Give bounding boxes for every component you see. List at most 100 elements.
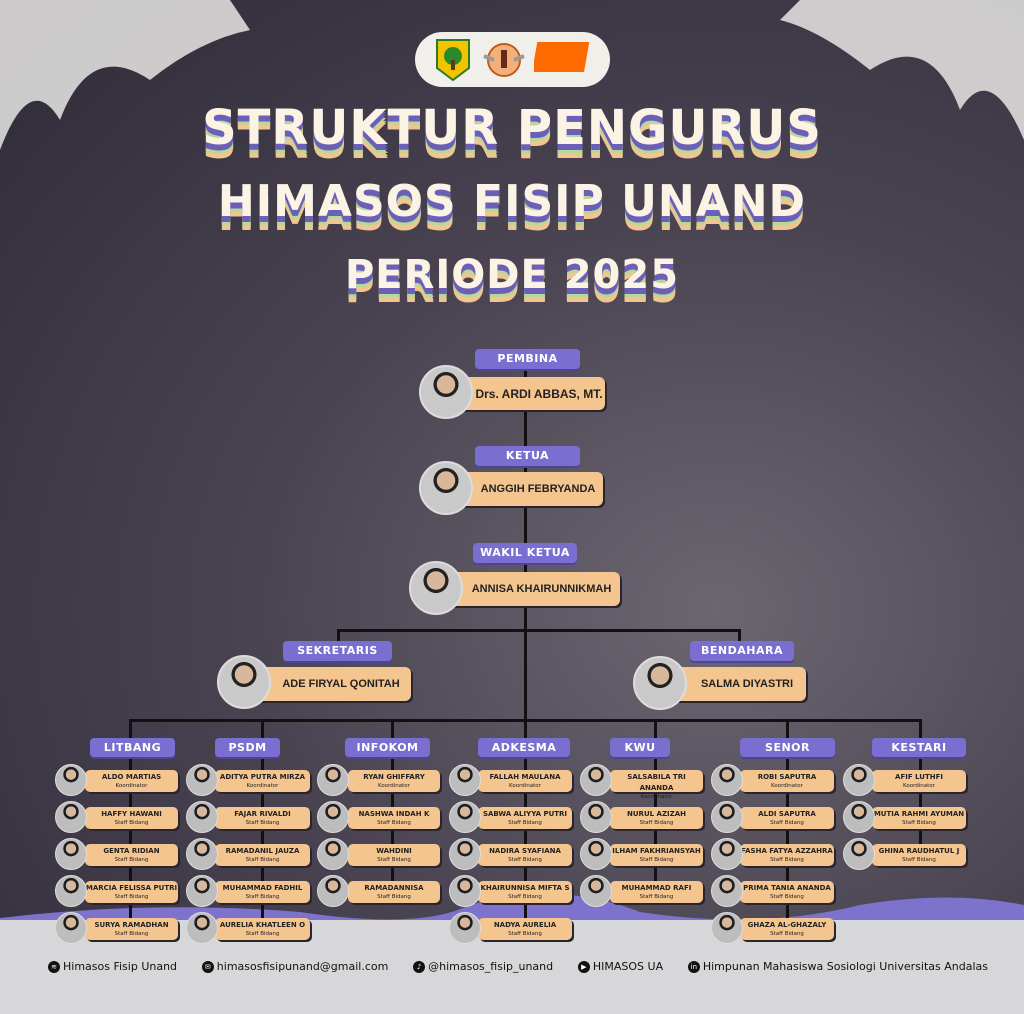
member-name: FASHA FATYA AZZAHRA (741, 847, 833, 855)
member-photo (317, 764, 349, 796)
member-role: Staff Bidang (114, 820, 149, 826)
division-label-kwu: KWU (610, 738, 670, 757)
member-name: HAFFY HAWANI (101, 810, 162, 818)
footer-text: HIMASOS UA (592, 960, 664, 973)
member-name: SALSABILA TRI ANANDA (627, 773, 686, 792)
member-name: AURELIA KHATLEEN O (219, 921, 306, 929)
member-card: HAFFY HAWANI Staff Bidang (85, 807, 178, 829)
member-card: NURUL AZIZAH Staff Bidang (610, 807, 703, 829)
member-name: ADITYA PUTRA MIRZA (219, 773, 306, 781)
member-card: MUTIA RAHMI AYUMAN Staff Bidang (872, 807, 966, 829)
member-role: Staff Bidang (245, 857, 280, 863)
member-photo (317, 875, 349, 907)
member-role: Koordinator (115, 783, 148, 789)
member-role: Staff Bidang (114, 931, 149, 937)
photo-sekretaris (217, 655, 271, 709)
photo-ketua (419, 461, 473, 515)
division-label-senor: SENOR (740, 738, 835, 757)
member-name: NURUL AZIZAH (627, 810, 686, 818)
unand-logo (435, 38, 470, 81)
member-photo (711, 838, 743, 870)
member-name: ALDI SAPUTRA (758, 810, 816, 818)
member-name: NADIRA SYAFIANA (489, 847, 561, 855)
member-role: Staff Bidang (245, 820, 280, 826)
member-role: Staff Bidang (770, 894, 804, 900)
member-name: SURYA RAMADHAN (94, 921, 169, 929)
member-photo (55, 875, 87, 907)
name-sekretaris: ADE FIRYAL QONITAH (253, 667, 411, 701)
member-role: Staff Bidang (114, 857, 149, 863)
connector-bendahara (738, 629, 741, 643)
footer-item: ▶HIMASOS UA (577, 960, 664, 973)
member-role: Staff Bidang (902, 820, 936, 826)
member-name: MUHAMMAD RAFI (621, 884, 692, 892)
member-card: GENTA RIDIAN Staff Bidang (85, 844, 178, 866)
member-photo (186, 875, 218, 907)
member-card: SURYA RAMADHAN Staff Bidang (85, 918, 178, 940)
division-label-litbang: LITBANG (90, 738, 175, 757)
role-label-bendahara: BENDAHARA (690, 641, 794, 661)
member-photo (580, 764, 612, 796)
member-role: Staff Bidang (770, 931, 804, 937)
member-card: FAJAR RIVALDI Staff Bidang (215, 807, 310, 829)
email-icon: ✉ (201, 960, 214, 973)
footer-text: Himpunan Mahasiswa Sosiologi Universitas… (702, 960, 988, 973)
member-name: RYAN GHIFFARY (363, 773, 425, 781)
spotify-icon: ≋ (48, 960, 60, 973)
member-photo (711, 912, 743, 944)
member-card: SALSABILA TRI ANANDA Koordinator (610, 770, 703, 800)
member-role: Staff Bidang (114, 894, 149, 900)
member-role: Staff Bidang (770, 820, 804, 826)
member-name: NADYA AURELIA (493, 921, 557, 929)
tiktok-instagram-icon: ♪ (413, 960, 426, 973)
member-name: WAHDINI (376, 847, 412, 855)
connector-division-infokom (391, 720, 394, 891)
member-name: FAJAR RIVALDI (234, 810, 291, 818)
member-photo (580, 801, 612, 833)
member-role: Koordinator (640, 794, 673, 800)
member-role: Staff Bidang (508, 857, 542, 863)
member-card: PRIMA TANIA ANANDA Staff Bidang (740, 881, 834, 903)
member-name: MUHAMMAD FADHIL (222, 884, 303, 892)
member-name: MUTIA RAHMI AYUMAN (873, 810, 965, 818)
title-line-3: PERIODE 2025 (344, 252, 680, 298)
member-role: Koordinator (903, 783, 935, 789)
member-photo (711, 801, 743, 833)
footer-item: ✉himasosfisipunand@gmail.com (201, 960, 388, 973)
member-name: RAMADANNISA (364, 884, 424, 892)
member-card: ALDI SAPUTRA Staff Bidang (740, 807, 834, 829)
footer-text: @himasos_fisip_unand (428, 960, 554, 973)
name-wakil-ketua: ANNISA KHAIRUNNIKMAH (445, 572, 620, 606)
member-photo (711, 875, 743, 907)
member-photo (843, 838, 875, 870)
member-photo (55, 838, 87, 870)
name-bendahara: SALMA DIYASTRI (670, 667, 806, 701)
member-photo (186, 801, 218, 833)
member-name: KHAIRUNNISA MIFTA S (480, 884, 570, 892)
role-label-pembina: PEMBINA (475, 349, 580, 369)
member-name: GENTA RIDIAN (103, 847, 160, 855)
member-role: Staff Bidang (639, 820, 674, 826)
member-name: PRIMA TANIA ANANDA (743, 884, 831, 892)
member-photo (449, 838, 481, 870)
member-photo (449, 801, 481, 833)
member-name: RAMADANIL JAUZA (225, 847, 300, 855)
member-photo (580, 875, 612, 907)
member-photo (580, 838, 612, 870)
logo-bar (415, 32, 610, 87)
member-photo (186, 912, 218, 944)
footer-item: ≋Himasos Fisip Unand (48, 960, 177, 973)
photo-bendahara (633, 656, 687, 710)
